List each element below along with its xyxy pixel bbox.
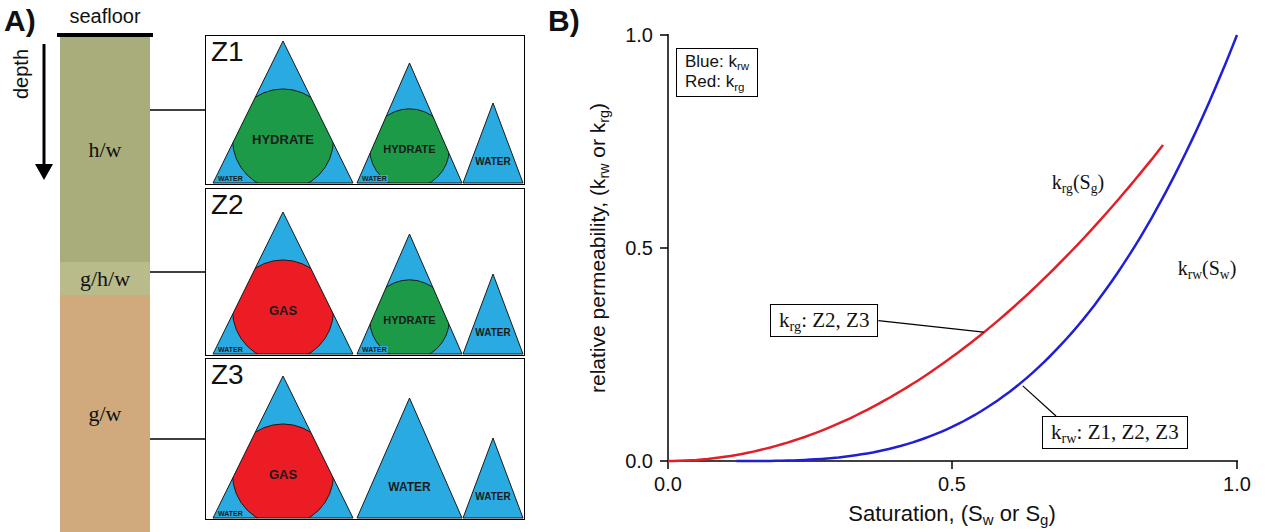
phase-name: GAS bbox=[269, 304, 297, 317]
y-tick-label: 0.5 bbox=[625, 237, 653, 259]
triangle-shape bbox=[463, 103, 523, 183]
y-tick-label: 0.0 bbox=[625, 450, 653, 472]
phase-triangle: GAS WATER bbox=[213, 212, 353, 354]
water-fill bbox=[463, 438, 523, 518]
leader-line bbox=[1023, 386, 1056, 416]
water-fill bbox=[463, 274, 523, 354]
seafloor-label: seafloor bbox=[69, 5, 140, 27]
phase-circle bbox=[232, 260, 333, 361]
triangle-shape bbox=[213, 212, 353, 354]
zone-label: g/h/w bbox=[80, 266, 130, 292]
water-fill bbox=[463, 103, 523, 183]
triangle-outline bbox=[213, 376, 353, 518]
y-tick bbox=[660, 460, 668, 462]
curve-label: krw(Sw) bbox=[1178, 257, 1237, 279]
panel-letter: B) bbox=[548, 4, 580, 37]
phase-triangle: HYDRATE WATER bbox=[213, 41, 353, 183]
x-axis-title: Saturation, (Sw or Sg) bbox=[848, 502, 1055, 526]
triangle-shape bbox=[463, 274, 523, 354]
triangle-outline bbox=[463, 103, 523, 183]
triangle-outline bbox=[357, 234, 462, 354]
triangle-outline bbox=[357, 398, 462, 518]
triangle-shape bbox=[463, 438, 523, 518]
phase-name: WATER bbox=[361, 175, 388, 182]
y-axis-title: relative permeability, (krw or krg) bbox=[586, 103, 609, 393]
phase-name: HYDRATE bbox=[252, 133, 314, 146]
panel-letter: A) bbox=[4, 4, 36, 37]
x-tick-label: 0.0 bbox=[654, 473, 682, 495]
x-tick-label: 0.5 bbox=[938, 473, 966, 495]
triangle-outline bbox=[213, 212, 353, 354]
triangle-shape bbox=[357, 234, 462, 354]
phase-name: GAS bbox=[269, 468, 297, 481]
x-tick bbox=[1236, 461, 1238, 469]
phase-name: WATER bbox=[217, 510, 244, 517]
phase-triangle: WATER bbox=[357, 398, 462, 518]
zone-label: h/w bbox=[89, 137, 122, 163]
phase-name: WATER bbox=[217, 175, 244, 182]
depth-arrow bbox=[43, 44, 46, 168]
curve-label: krg(Sg) bbox=[1052, 171, 1104, 193]
phase-name: WATER bbox=[388, 481, 430, 493]
phase-triangle: WATER bbox=[463, 274, 523, 354]
phase-triangle: HYDRATE WATER bbox=[357, 234, 462, 354]
triangle-shape bbox=[357, 63, 462, 183]
triangle-shape bbox=[213, 376, 353, 518]
phase-triangle: WATER bbox=[463, 103, 523, 183]
box-text: Blue: krw bbox=[685, 52, 749, 72]
x-tick-label: 1.0 bbox=[1223, 473, 1251, 495]
phase-name: WATER bbox=[475, 328, 510, 338]
triangle-shape bbox=[357, 398, 462, 518]
zone-panel: Z2GAS WATER HYDRATE WATER WATER bbox=[205, 188, 525, 356]
krw-curve bbox=[736, 35, 1237, 461]
triangle-outline bbox=[463, 274, 523, 354]
depth-label: depth bbox=[10, 49, 32, 99]
triangle-outline bbox=[357, 63, 462, 183]
y-tick-label: 1.0 bbox=[625, 24, 653, 46]
phase-triangle: HYDRATE WATER bbox=[357, 63, 462, 183]
leader-connector bbox=[150, 438, 205, 440]
krg-curve bbox=[668, 145, 1163, 461]
y-tick bbox=[660, 247, 668, 249]
water-fill bbox=[357, 398, 462, 518]
label-box: krw: Z1, Z2, Z3 bbox=[1042, 416, 1188, 449]
x-tick bbox=[951, 461, 953, 469]
zone-label: g/w bbox=[89, 401, 122, 427]
zone-panel: Z1HYDRATE WATER HYDRATE WATER WATER bbox=[205, 35, 525, 185]
phase-name: WATER bbox=[217, 346, 244, 353]
leader-connector bbox=[150, 109, 205, 111]
leader-connector bbox=[150, 271, 205, 273]
phase-triangle: GAS WATER bbox=[213, 376, 353, 518]
sediment-zone-band: g/w bbox=[60, 295, 150, 532]
sediment-zone-band: h/w bbox=[60, 37, 150, 262]
zone-name: Z2 bbox=[211, 189, 244, 221]
phase-name: WATER bbox=[475, 492, 510, 502]
phase-name: WATER bbox=[475, 157, 510, 167]
box-text: krg: Z2, Z3 bbox=[779, 308, 869, 333]
phase-circle bbox=[232, 89, 333, 190]
y-tick bbox=[660, 34, 668, 36]
triangle-shape bbox=[213, 41, 353, 183]
zone-name: Z3 bbox=[211, 359, 244, 391]
phase-name: HYDRATE bbox=[383, 314, 435, 325]
phase-name: WATER bbox=[361, 346, 388, 353]
box-text: Red: krg bbox=[685, 72, 749, 92]
label-box: Blue: krwRed: krg bbox=[676, 48, 758, 97]
sediment-zone-band: g/h/w bbox=[60, 262, 150, 295]
zone-name: Z1 bbox=[211, 36, 244, 68]
label-box: krg: Z2, Z3 bbox=[770, 304, 878, 337]
leader-line bbox=[878, 321, 983, 332]
depth-arrowhead bbox=[35, 164, 53, 180]
triangle-outline bbox=[463, 438, 523, 518]
phase-name: HYDRATE bbox=[383, 143, 435, 154]
triangle-outline bbox=[213, 41, 353, 183]
phase-circle bbox=[232, 424, 333, 525]
phase-triangle: WATER bbox=[463, 438, 523, 518]
zone-panel: Z3GAS WATER WATER WATER bbox=[205, 358, 525, 520]
box-text: krw: Z1, Z2, Z3 bbox=[1051, 420, 1179, 445]
